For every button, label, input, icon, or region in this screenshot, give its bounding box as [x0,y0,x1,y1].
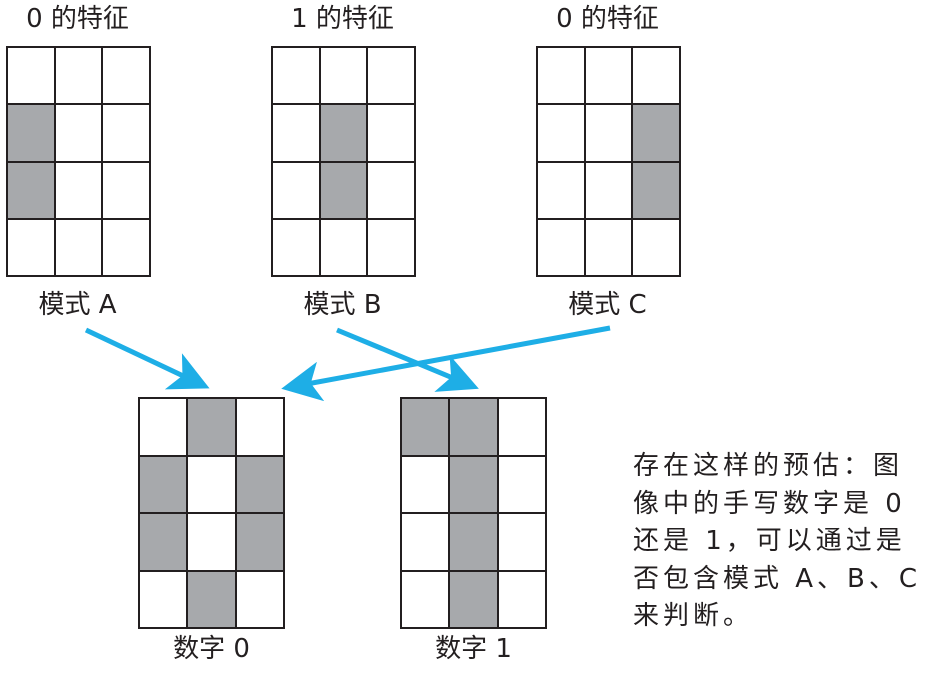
grid-cell-empty [103,219,149,275]
grid-cell-filled [320,162,367,218]
grid-cell-empty [103,162,149,218]
grid-cell-empty [273,162,319,218]
grid-cell-empty [368,219,414,275]
description-line: 还是 1，可以通过是 [633,526,906,556]
grid-cell-filled [320,105,367,161]
description-line: 像中的手写数字是 0 [633,488,906,519]
grid-cell-empty [273,48,319,104]
grid-cell-empty [8,48,54,104]
grid-cell-empty [633,48,679,104]
grid-cell-filled [402,399,449,455]
grid-cell-empty [538,105,584,161]
arrow-a-to-digit-0 [84,327,210,390]
arrow-c-to-digit-0 [281,325,611,402]
grid-cell-empty [538,162,584,218]
pattern-c-label: 模式 C [568,290,647,320]
description-line: 来判断。 [633,601,754,631]
grid-cell-empty [585,48,632,104]
grid-cell-filled [450,456,497,512]
grid-cell-empty [498,399,545,455]
grid-cell-empty [103,48,149,104]
digit-1-grid [400,397,547,629]
grid-cell-empty [55,48,102,104]
description-line: 存在这样的预估：图 [633,451,904,481]
grid-cell-empty [633,219,679,275]
grid-cell-empty [498,456,545,512]
grid-cell-filled [450,514,497,570]
grid-cell-empty [55,219,102,275]
grid-cell-empty [402,514,449,570]
pattern-c-grid [536,46,681,277]
grid-cell-filled [8,105,54,161]
grid-cell-empty [538,48,584,104]
grid-cell-empty [402,456,449,512]
grid-cell-empty [585,105,632,161]
grid-cell-filled [236,514,283,570]
description-text: 存在这样的预估：图 像中的手写数字是 0 还是 1，可以通过是 否包含模式 A、… [633,448,952,636]
pattern-b-title: 1 的特征 [291,4,394,34]
grid-cell-filled [450,571,497,627]
grid-cell-filled [188,571,235,627]
grid-cell-empty [538,219,584,275]
grid-cell-filled [633,162,679,218]
grid-cell-filled [450,399,497,455]
grid-cell-empty [236,571,283,627]
pattern-c-title: 0 的特征 [556,4,659,34]
grid-cell-empty [498,514,545,570]
grid-cell-empty [498,571,545,627]
pattern-b-label: 模式 B [303,290,382,320]
grid-cell-empty [585,162,632,218]
grid-cell-empty [140,571,187,627]
grid-cell-empty [140,399,187,455]
grid-cell-empty [236,399,283,455]
grid-cell-empty [188,514,235,570]
grid-cell-empty [368,105,414,161]
grid-cell-empty [402,571,449,627]
grid-cell-filled [188,399,235,455]
grid-cell-filled [140,514,187,570]
grid-cell-empty [55,105,102,161]
grid-cell-empty [8,219,54,275]
pattern-a-label: 模式 A [38,290,117,320]
pattern-b-grid [271,46,416,277]
grid-cell-empty [188,456,235,512]
description-line: 否包含模式 A、B、C [633,563,922,594]
grid-cell-filled [236,456,283,512]
grid-cell-empty [585,219,632,275]
grid-cell-empty [320,48,367,104]
digit-0-grid [138,397,285,629]
grid-cell-empty [103,105,149,161]
grid-cell-empty [320,219,367,275]
grid-cell-filled [140,456,187,512]
digit-1-label: 数字 1 [435,634,512,664]
pattern-a-title: 0 的特征 [26,4,129,34]
arrow-b-to-digit-1 [336,327,479,392]
grid-cell-empty [368,48,414,104]
grid-cell-empty [273,105,319,161]
grid-cell-filled [633,105,679,161]
grid-cell-empty [55,162,102,218]
grid-cell-filled [8,162,54,218]
grid-cell-empty [273,219,319,275]
grid-cell-empty [368,162,414,218]
digit-0-label: 数字 0 [173,634,250,664]
pattern-a-grid [6,46,151,277]
